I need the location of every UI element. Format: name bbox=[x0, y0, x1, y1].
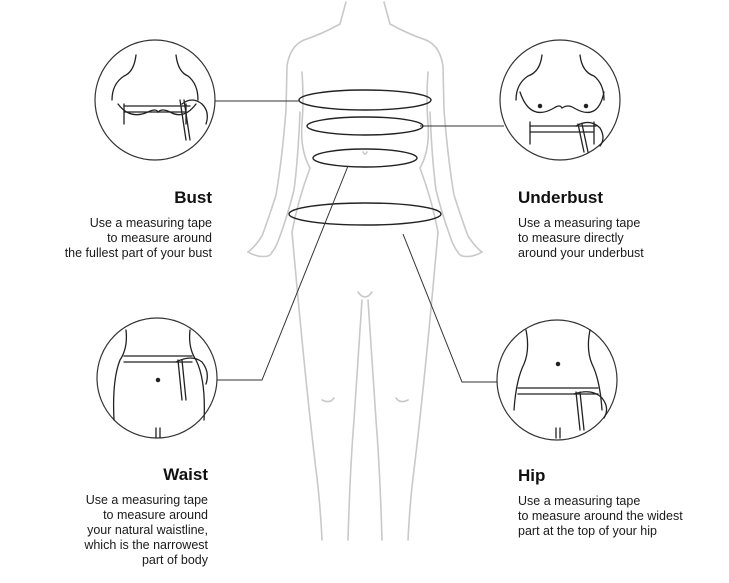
hip-title: Hip bbox=[518, 466, 723, 486]
bust-description: Use a measuring tape to measure around t… bbox=[52, 216, 212, 261]
waist-title: Waist bbox=[40, 465, 208, 485]
underbust-desc-line: around your underbust bbox=[518, 246, 718, 261]
bust-desc-line: Use a measuring tape bbox=[52, 216, 212, 231]
waist-connector bbox=[208, 166, 348, 380]
connector-lines bbox=[204, 101, 504, 382]
underbust-title: Underbust bbox=[518, 188, 718, 208]
bust-desc-line: the fullest part of your bust bbox=[52, 246, 212, 261]
waist-description: Use a measuring tape to measure around y… bbox=[40, 493, 208, 568]
hip-label-block: Hip Use a measuring tape to measure arou… bbox=[518, 466, 723, 539]
hip-desc-line: part at the top of your hip bbox=[518, 524, 723, 539]
measurement-bands bbox=[289, 90, 441, 225]
underbust-desc-line: to measure directly bbox=[518, 231, 718, 246]
hip-circle bbox=[497, 320, 617, 440]
underbust-description: Use a measuring tape to measure directly… bbox=[518, 216, 718, 261]
body-silhouette bbox=[248, 2, 482, 540]
hip-description: Use a measuring tape to measure around t… bbox=[518, 494, 723, 539]
bust-label-block: Bust Use a measuring tape to measure aro… bbox=[52, 188, 212, 261]
waist-label-block: Waist Use a measuring tape to measure ar… bbox=[40, 465, 208, 568]
underbust-label-block: Underbust Use a measuring tape to measur… bbox=[518, 188, 718, 261]
waist-desc-line: your natural waistline, bbox=[40, 523, 208, 538]
bust-band bbox=[299, 90, 431, 110]
hip-desc-line: to measure around the widest bbox=[518, 509, 723, 524]
waist-band bbox=[313, 149, 417, 167]
waist-desc-line: which is the narrowest bbox=[40, 538, 208, 553]
waist-desc-line: Use a measuring tape bbox=[40, 493, 208, 508]
hip-connector bbox=[403, 234, 500, 382]
waist-desc-line: part of body bbox=[40, 553, 208, 568]
bust-desc-line: to measure around bbox=[52, 231, 212, 246]
underbust-band bbox=[307, 117, 423, 135]
hip-band bbox=[289, 203, 441, 225]
underbust-desc-line: Use a measuring tape bbox=[518, 216, 718, 231]
bust-circle bbox=[95, 40, 215, 160]
bust-title: Bust bbox=[52, 188, 212, 208]
waist-desc-line: to measure around bbox=[40, 508, 208, 523]
hip-desc-line: Use a measuring tape bbox=[518, 494, 723, 509]
